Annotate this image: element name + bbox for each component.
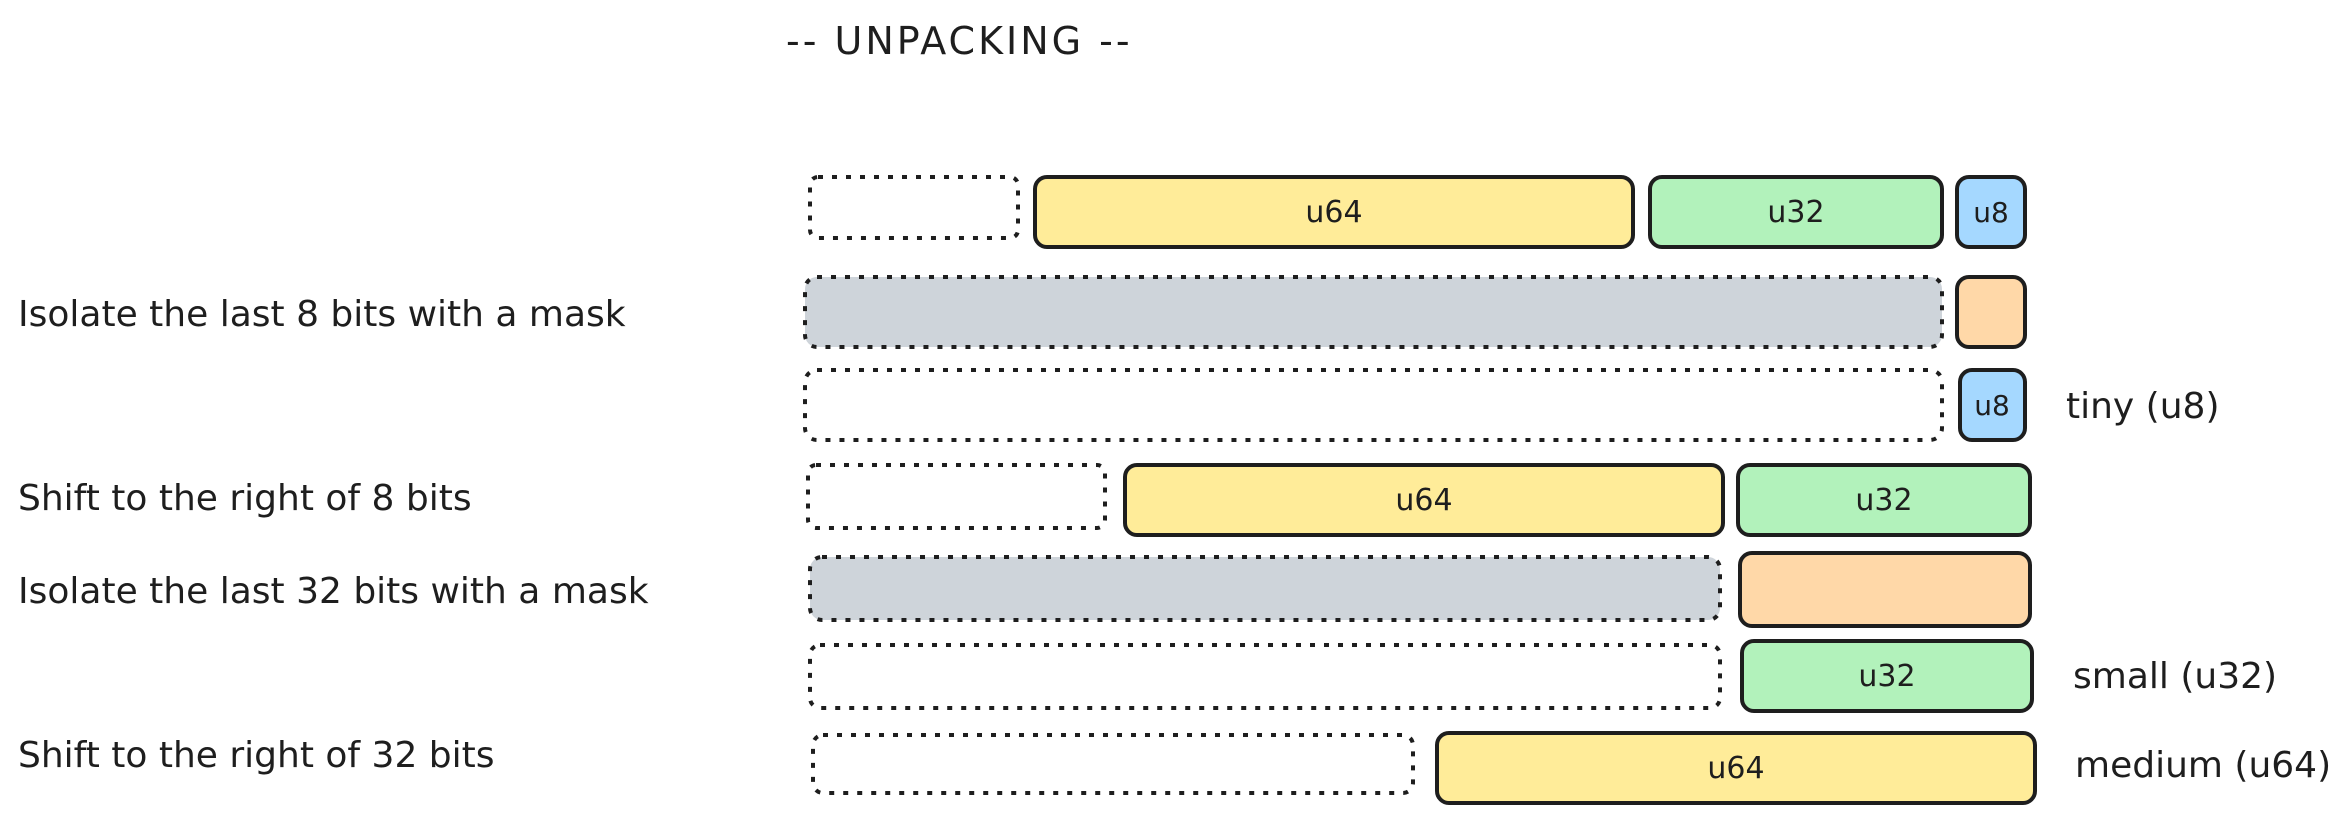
masked-out-block [808,555,1722,622]
step-label-mask-8: Isolate the last 8 bits with a mask [18,294,626,335]
result-label-small: small (u32) [2073,656,2277,697]
u8-block [1955,175,2027,249]
u64-block-label: u64 [1305,195,1362,230]
u8-block-label: u8 [1974,389,2010,422]
u32-block-label: u32 [1858,659,1915,694]
mask-8-block [1955,275,2027,349]
masked-out-block [803,275,1944,349]
u64-block [1033,175,1635,249]
empty-bits-box [808,643,1722,710]
u64-block [1123,463,1725,537]
u32-block-label: u32 [1855,483,1912,518]
u8-block-label: u8 [1973,196,2009,229]
u64-block-label: u64 [1395,483,1452,518]
u32-block [1740,639,2034,713]
row-shift-8: Shift to the right of 8 bits u64 u32 [18,463,2032,537]
u8-block [1958,368,2027,442]
row-mask-8: Isolate the last 8 bits with a mask [18,275,2027,349]
result-label-medium: medium (u64) [2075,745,2331,786]
u64-block [1435,731,2037,805]
empty-bits-box [803,368,1944,442]
diagram-title: -- UNPACKING -- [786,19,1133,63]
empty-bits-box [806,463,1107,530]
row-result-tiny: u8 tiny (u8) [803,368,2220,442]
empty-bits-box [811,733,1415,795]
u32-block [1648,175,1944,249]
row-result-small: u32 small (u32) [808,639,2277,713]
u64-block-label: u64 [1707,751,1764,786]
row-packed-value: u64 u32 u8 [808,175,2027,249]
mask-32-block [1738,551,2032,628]
step-label-shift-8: Shift to the right of 8 bits [18,478,472,519]
step-label-mask-32: Isolate the last 32 bits with a mask [18,571,649,612]
row-mask-32: Isolate the last 32 bits with a mask [18,551,2032,628]
result-label-tiny: tiny (u8) [2066,386,2220,427]
step-label-shift-32: Shift to the right of 32 bits [18,735,495,776]
u32-block-label: u32 [1767,195,1824,230]
unused-bits-box [808,175,1020,240]
row-shift-32: Shift to the right of 32 bits u64 medium… [18,731,2331,805]
u32-block [1736,463,2032,537]
